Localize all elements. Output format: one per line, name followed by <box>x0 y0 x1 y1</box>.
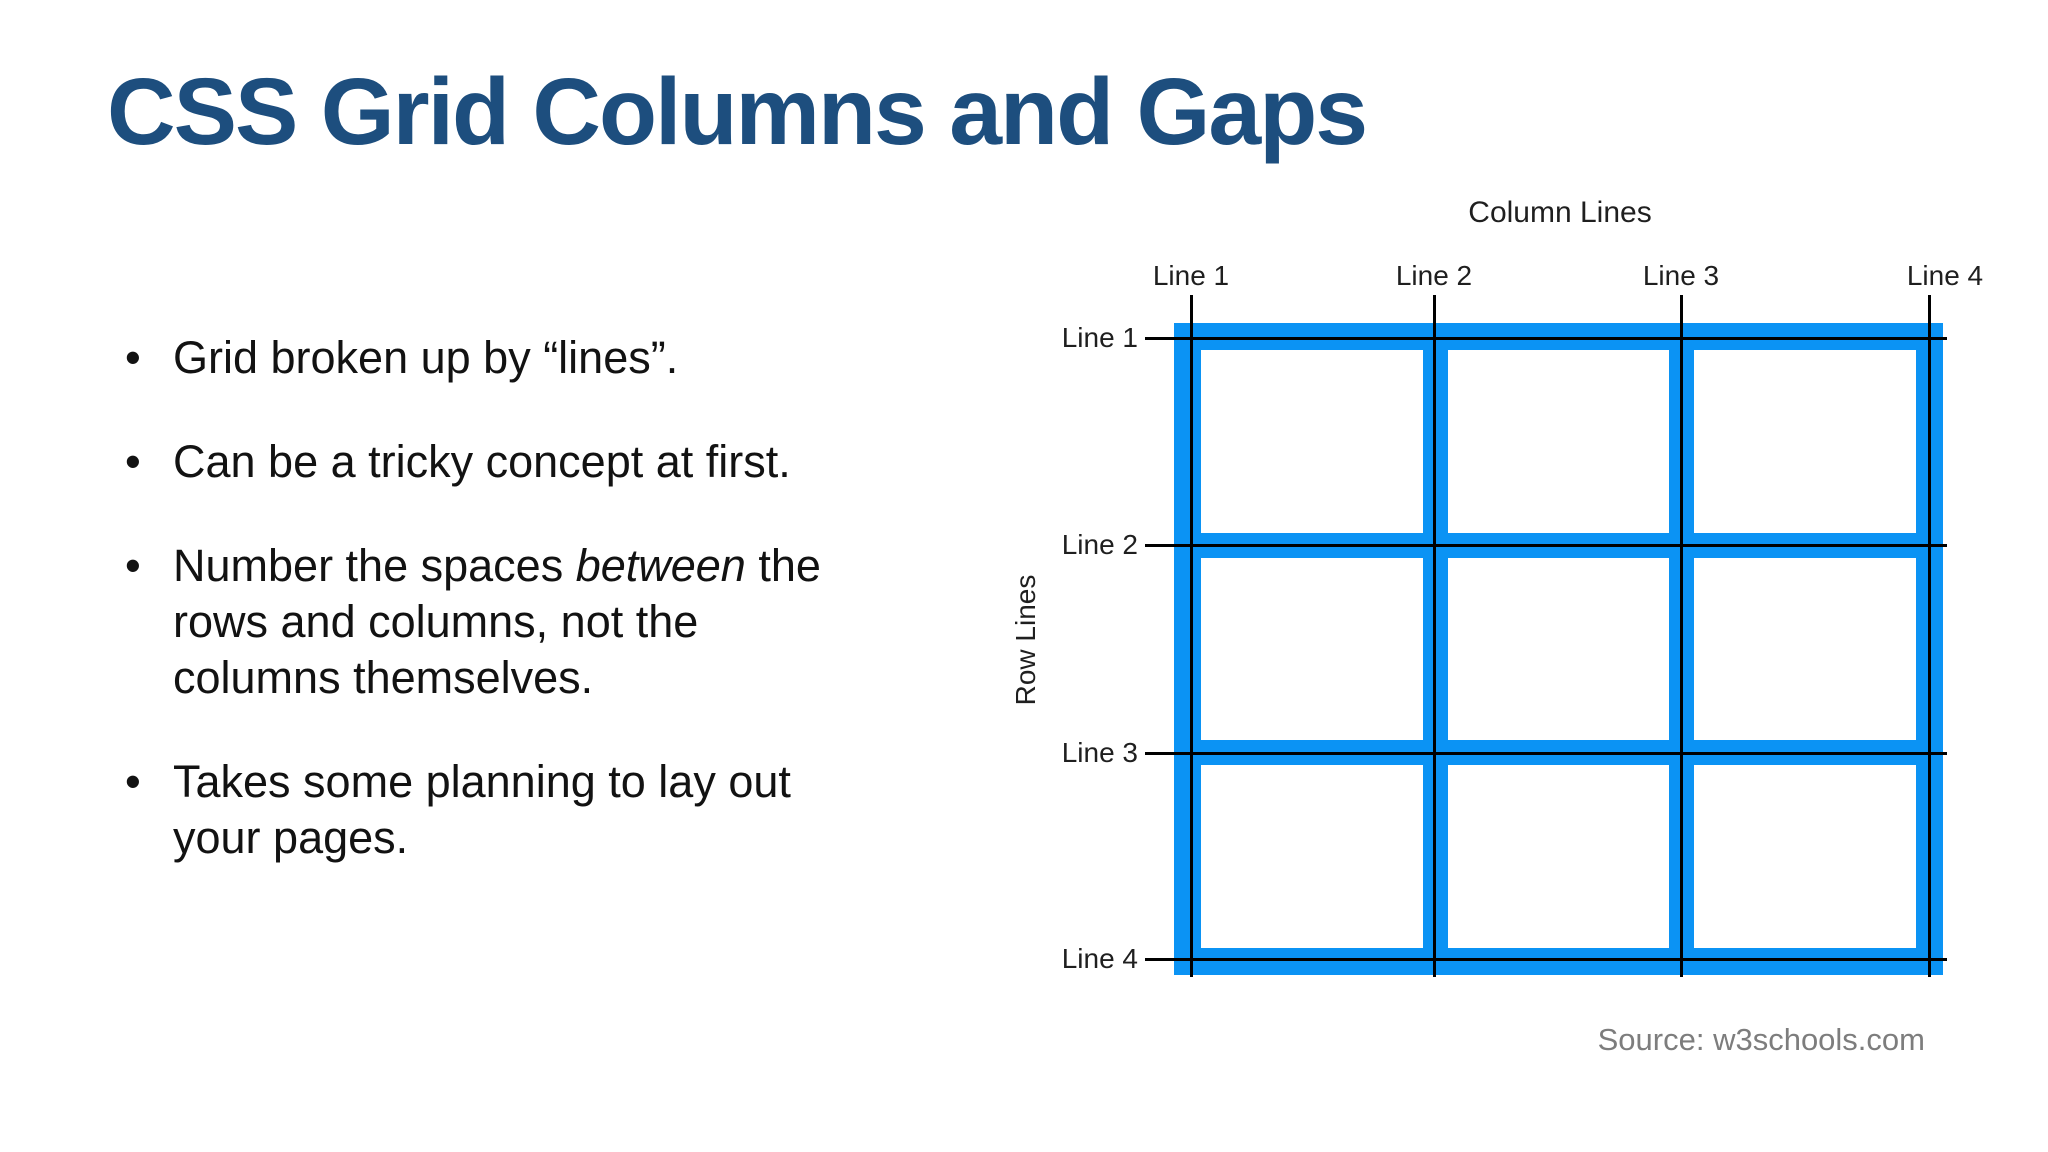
row-line-label-4: Line 4 <box>1061 943 1138 974</box>
column-line-label-1: Line 1 <box>1152 260 1230 291</box>
bullet-item: Takes some planning to lay out your page… <box>125 754 1045 866</box>
bullet-text: Takes some planning to lay out your page… <box>173 756 791 863</box>
row-line-4 <box>1145 958 1947 961</box>
bullet-item: Number the spaces between the rows and c… <box>125 538 1045 706</box>
row-line-label-2: Line 2 <box>1061 529 1138 560</box>
bullet-text: the rows and columns, not the columns th… <box>173 540 821 703</box>
row-line-3 <box>1145 752 1947 755</box>
column-lines-axis-title: Column Lines <box>1468 196 1652 229</box>
grid-cell <box>1447 350 1670 533</box>
bullet-item: Can be a tricky concept at first. <box>125 434 1045 490</box>
grid-cell <box>1447 557 1670 741</box>
grid-cell <box>1694 765 1916 948</box>
bullet-text: Number the spaces <box>173 540 576 591</box>
bullet-text: Can be a tricky concept at first. <box>173 436 791 487</box>
column-line-label-4: Line 4 <box>1906 260 1984 291</box>
grid-cell <box>1694 350 1916 533</box>
source-attribution: Source: w3schools.com <box>1597 1022 1925 1057</box>
row-line-label-1: Line 1 <box>1061 322 1138 353</box>
grid-cell <box>1201 350 1423 533</box>
column-line-label-2: Line 2 <box>1395 260 1473 291</box>
bullet-item: Grid broken up by “lines”. <box>125 330 1045 386</box>
column-line-3 <box>1680 295 1683 977</box>
bullet-text-italic: between <box>575 540 746 591</box>
bullet-list: Grid broken up by “lines”. Can be a tric… <box>125 330 1045 914</box>
column-line-2 <box>1433 295 1436 977</box>
grid-cell <box>1201 557 1423 741</box>
row-line-1 <box>1145 337 1947 340</box>
column-line-label-3: Line 3 <box>1642 260 1720 291</box>
column-line-4 <box>1928 295 1931 977</box>
bullet-text: Grid broken up by “lines”. <box>173 332 679 383</box>
row-line-2 <box>1145 544 1947 547</box>
page-title: CSS Grid Columns and Gaps <box>107 59 1368 165</box>
grid-rectangle <box>1174 323 1943 975</box>
grid-cell <box>1201 765 1423 948</box>
column-line-1 <box>1190 295 1193 977</box>
row-lines-axis-title: Row Lines <box>1010 574 1041 706</box>
grid-cell <box>1447 765 1670 948</box>
row-line-label-3: Line 3 <box>1061 737 1138 768</box>
grid-cell <box>1694 557 1916 741</box>
